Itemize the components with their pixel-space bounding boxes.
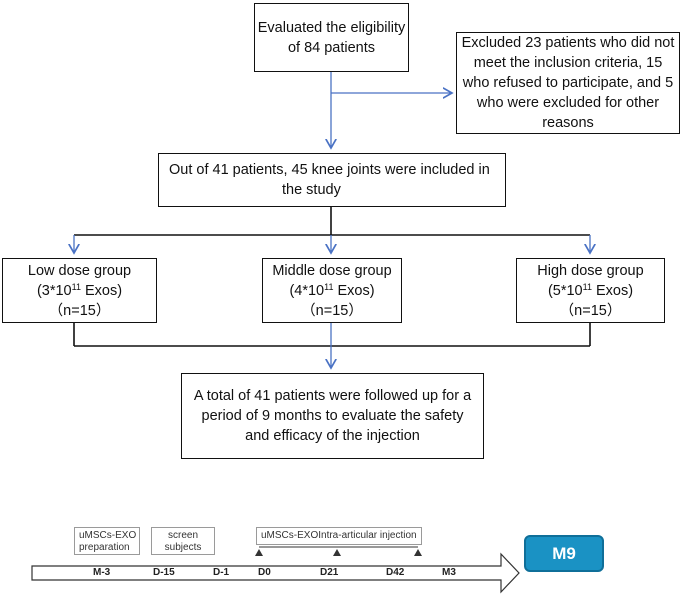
screen-line1: screen [167, 530, 198, 541]
injection-marker-d0 [255, 549, 263, 556]
excluded-line1: Excluded 23 patients who did not [461, 35, 675, 51]
included-box: Out of 41 patients, 45 knee joints were … [158, 153, 506, 207]
injection-label: uMSCs-EXOIntra-articular injection [261, 530, 417, 541]
eligibility-box: Evaluated the eligibility of 84 patients [254, 3, 409, 72]
timeline-step-preparation: uMSCs-EXO preparation [74, 527, 140, 555]
followup-box: A total of 41 patients were followed up … [181, 373, 484, 459]
excluded-line5: reasons [542, 115, 594, 131]
low-dose-name: Low dose group [27, 262, 132, 279]
included-line1: Out of 41 patients, 45 knee joints were … [169, 162, 490, 178]
tick-d21: D21 [320, 567, 339, 578]
high-dose-amount: (5*1011 Exos) [547, 281, 634, 299]
included-line2: the study [282, 182, 341, 198]
eligibility-line2: of 84 patients [287, 39, 376, 56]
screen-line2: subjects [164, 542, 202, 553]
low-dose-amount: (3*1011 Exos) [36, 281, 123, 299]
final-timepoint-badge: M9 [524, 535, 604, 572]
middle-dose-box: Middle dose group (4*1011 Exos) （n=15） [262, 258, 402, 323]
followup-line2: period of 9 months to evaluate the safet… [201, 408, 464, 424]
excluded-line4: who were excluded for other [476, 95, 660, 111]
preparation-line2: preparation [79, 542, 130, 553]
excluded-box: Excluded 23 patients who did not meet th… [456, 32, 680, 134]
high-dose-box: High dose group (5*1011 Exos) （n=15） [516, 258, 665, 323]
injection-marker-d42 [414, 549, 422, 556]
timeline-step-screen: screen subjects [151, 527, 215, 555]
low-dose-n: （n=15） [48, 302, 111, 319]
low-dose-box: Low dose group (3*1011 Exos) （n=15） [2, 258, 157, 323]
injection-marker-d21 [333, 549, 341, 556]
tick-m3: M3 [442, 567, 456, 578]
excluded-line2: meet the inclusion criteria, 15 [473, 55, 663, 71]
middle-dose-name: Middle dose group [272, 262, 392, 279]
preparation-line1: uMSCs-EXO [79, 530, 137, 541]
tick-d-1: D-1 [213, 567, 230, 578]
timeline-arrow [31, 552, 520, 594]
high-dose-n: （n=15） [559, 302, 622, 319]
timeline-step-injection: uMSCs-EXOIntra-articular injection [256, 527, 422, 545]
followup-line1: A total of 41 patients were followed up … [193, 388, 472, 404]
tick-m-3: M-3 [93, 567, 111, 578]
middle-dose-n: （n=15） [301, 302, 363, 319]
middle-dose-amount: (4*1011 Exos) [289, 281, 375, 299]
eligibility-line1: Evaluated the eligibility [257, 19, 406, 36]
tick-d0: D0 [258, 567, 271, 578]
followup-line3: and efficacy of the injection [245, 428, 420, 444]
excluded-line3: who refused to participate, and 5 [462, 75, 674, 91]
high-dose-name: High dose group [537, 262, 644, 279]
tick-d42: D42 [386, 567, 405, 578]
tick-d-15: D-15 [153, 567, 175, 578]
